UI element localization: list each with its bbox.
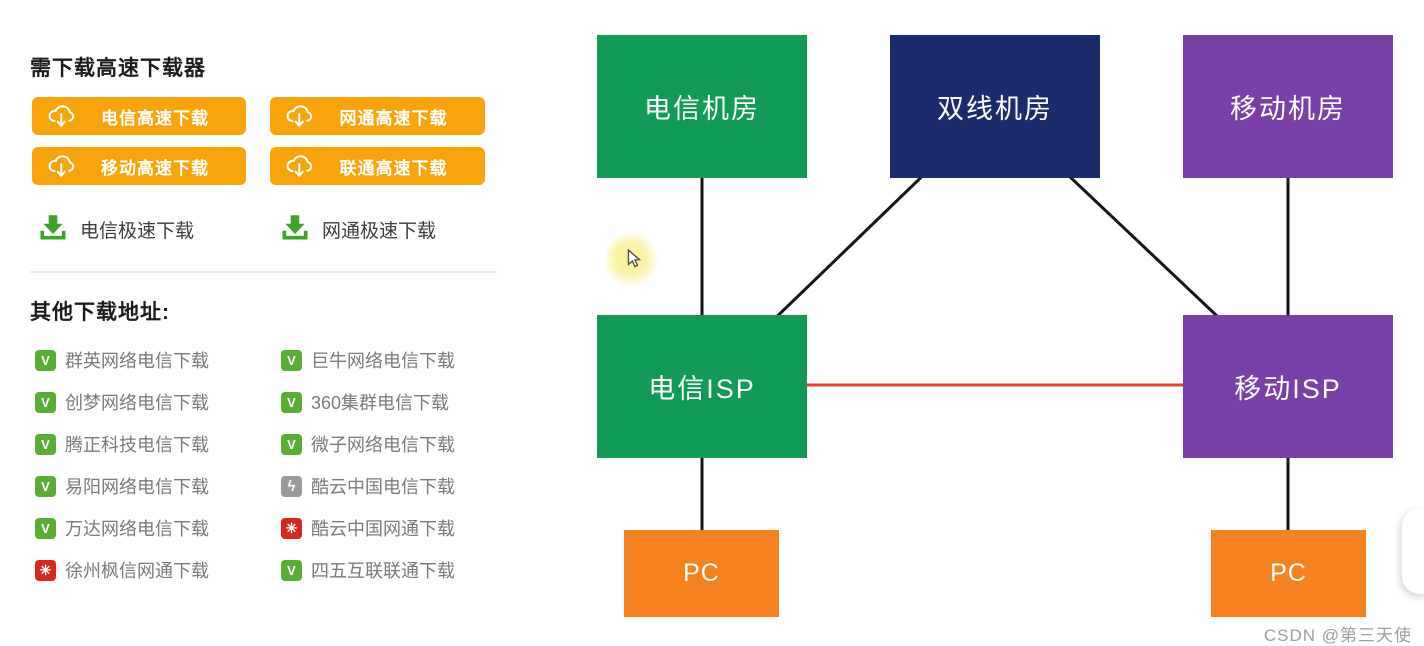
download-source-label: 易阳网络电信下载 <box>65 477 209 497</box>
node-pc-right: PC <box>1211 530 1366 617</box>
download-source-label: 四五互联联通下载 <box>311 561 455 581</box>
other-downloads-title: 其他下载地址: <box>30 301 170 324</box>
node-telecom-room: 电信机房 <box>597 35 807 178</box>
download-source-label: 创梦网络电信下载 <box>65 393 209 413</box>
button-label: 联通高速下载 <box>339 158 448 178</box>
download-source-icon <box>281 517 302 539</box>
mobile-highspeed-download-button[interactable]: 移动高速下载 <box>32 147 246 185</box>
watermark: CSDN @第三天使 <box>1263 626 1412 645</box>
download-source-icon <box>35 433 56 455</box>
netcom-express-download-link[interactable]: 网通极速下载 <box>280 212 436 247</box>
download-source-icon <box>281 349 302 371</box>
button-label: 移动高速下载 <box>101 158 209 178</box>
download-source-label: 徐州枫信网通下载 <box>65 561 209 581</box>
download-source-link[interactable]: 万达网络电信下载 <box>35 507 281 549</box>
unicom-highspeed-download-button[interactable]: 联通高速下载 <box>270 147 485 185</box>
download-source-label: 腾正科技电信下载 <box>65 435 209 455</box>
download-source-icon <box>281 559 302 581</box>
cloud-download-icon <box>46 103 76 129</box>
download-source-label: 360集群电信下载 <box>311 393 450 413</box>
download-source-icon <box>35 559 56 581</box>
express-link-label: 电信极速下载 <box>80 221 195 242</box>
express-download-row: 电信极速下载 网通极速下载 <box>30 212 500 248</box>
download-source-link[interactable]: 四五互联联通下载 <box>281 549 501 591</box>
download-source-icon <box>281 433 302 455</box>
node-label: PC <box>683 559 720 587</box>
button-label: 网通高速下载 <box>339 108 448 128</box>
edge-bubble-decoration <box>1402 508 1424 594</box>
download-source-label: 巨牛网络电信下载 <box>311 351 455 371</box>
node-mobile-room: 移动机房 <box>1183 35 1393 178</box>
download-source-link[interactable]: 巨牛网络电信下载 <box>281 339 501 381</box>
download-tray-icon <box>280 212 310 247</box>
download-source-label: 酷云中国电信下载 <box>311 477 455 497</box>
telecom-highspeed-download-button[interactable]: 电信高速下载 <box>32 97 246 135</box>
download-source-link[interactable]: 群英网络电信下载 <box>35 339 281 381</box>
section-divider <box>30 271 497 273</box>
download-source-link[interactable]: 易阳网络电信下载 <box>35 465 281 507</box>
node-label: 电信ISP <box>648 374 756 404</box>
download-source-label: 微子网络电信下载 <box>311 435 455 455</box>
cursor-highlight <box>603 231 659 287</box>
node-label: 双线机房 <box>937 94 1053 124</box>
node-label: PC <box>1270 559 1307 587</box>
download-source-label: 酷云中国网通下载 <box>311 519 455 539</box>
node-label: 移动ISP <box>1234 374 1342 404</box>
download-source-icon <box>35 517 56 539</box>
download-source-icon <box>35 391 56 413</box>
cloud-download-icon <box>284 153 314 179</box>
downloader-title: 需下载高速下载器 <box>30 57 206 80</box>
node-telecom-isp: 电信ISP <box>597 315 807 458</box>
download-source-icon <box>35 349 56 371</box>
cloud-download-icon <box>46 153 76 179</box>
download-source-link[interactable]: 酷云中国网通下载 <box>281 507 501 549</box>
download-source-icon <box>281 475 302 497</box>
node-pc-left: PC <box>624 530 779 617</box>
node-label: 电信机房 <box>644 94 760 124</box>
download-source-label: 万达网络电信下载 <box>65 519 209 539</box>
download-source-link[interactable]: 360集群电信下载 <box>281 381 501 423</box>
button-label: 电信高速下载 <box>101 108 209 128</box>
download-tray-icon <box>38 212 68 247</box>
other-downloads-grid: 群英网络电信下载 巨牛网络电信下载 创梦网络电信下载 360集群电信下载 腾正科… <box>35 339 501 591</box>
download-source-link[interactable]: 创梦网络电信下载 <box>35 381 281 423</box>
download-source-label: 群英网络电信下载 <box>65 351 209 371</box>
netcom-highspeed-download-button[interactable]: 网通高速下载 <box>270 97 485 135</box>
telecom-express-download-link[interactable]: 电信极速下载 <box>38 212 194 247</box>
download-source-link[interactable]: 腾正科技电信下载 <box>35 423 281 465</box>
cloud-download-icon <box>284 103 314 129</box>
node-label: 移动机房 <box>1230 94 1346 124</box>
download-source-link[interactable]: 徐州枫信网通下载 <box>35 549 281 591</box>
download-source-icon <box>35 475 56 497</box>
download-panel: 需下载高速下载器 电信高速下载 网通高速下载 移动高速下载 <box>30 0 500 646</box>
node-dual-line-room: 双线机房 <box>890 35 1100 178</box>
node-mobile-isp: 移动ISP <box>1183 315 1393 458</box>
express-link-label: 网通极速下载 <box>322 221 437 242</box>
download-source-link[interactable]: 微子网络电信下载 <box>281 423 501 465</box>
highspeed-button-grid: 电信高速下载 网通高速下载 移动高速下载 联通高速下载 <box>32 97 485 185</box>
download-source-link[interactable]: 酷云中国电信下载 <box>281 465 501 507</box>
mouse-cursor-icon <box>627 248 642 274</box>
download-source-icon <box>281 391 302 413</box>
